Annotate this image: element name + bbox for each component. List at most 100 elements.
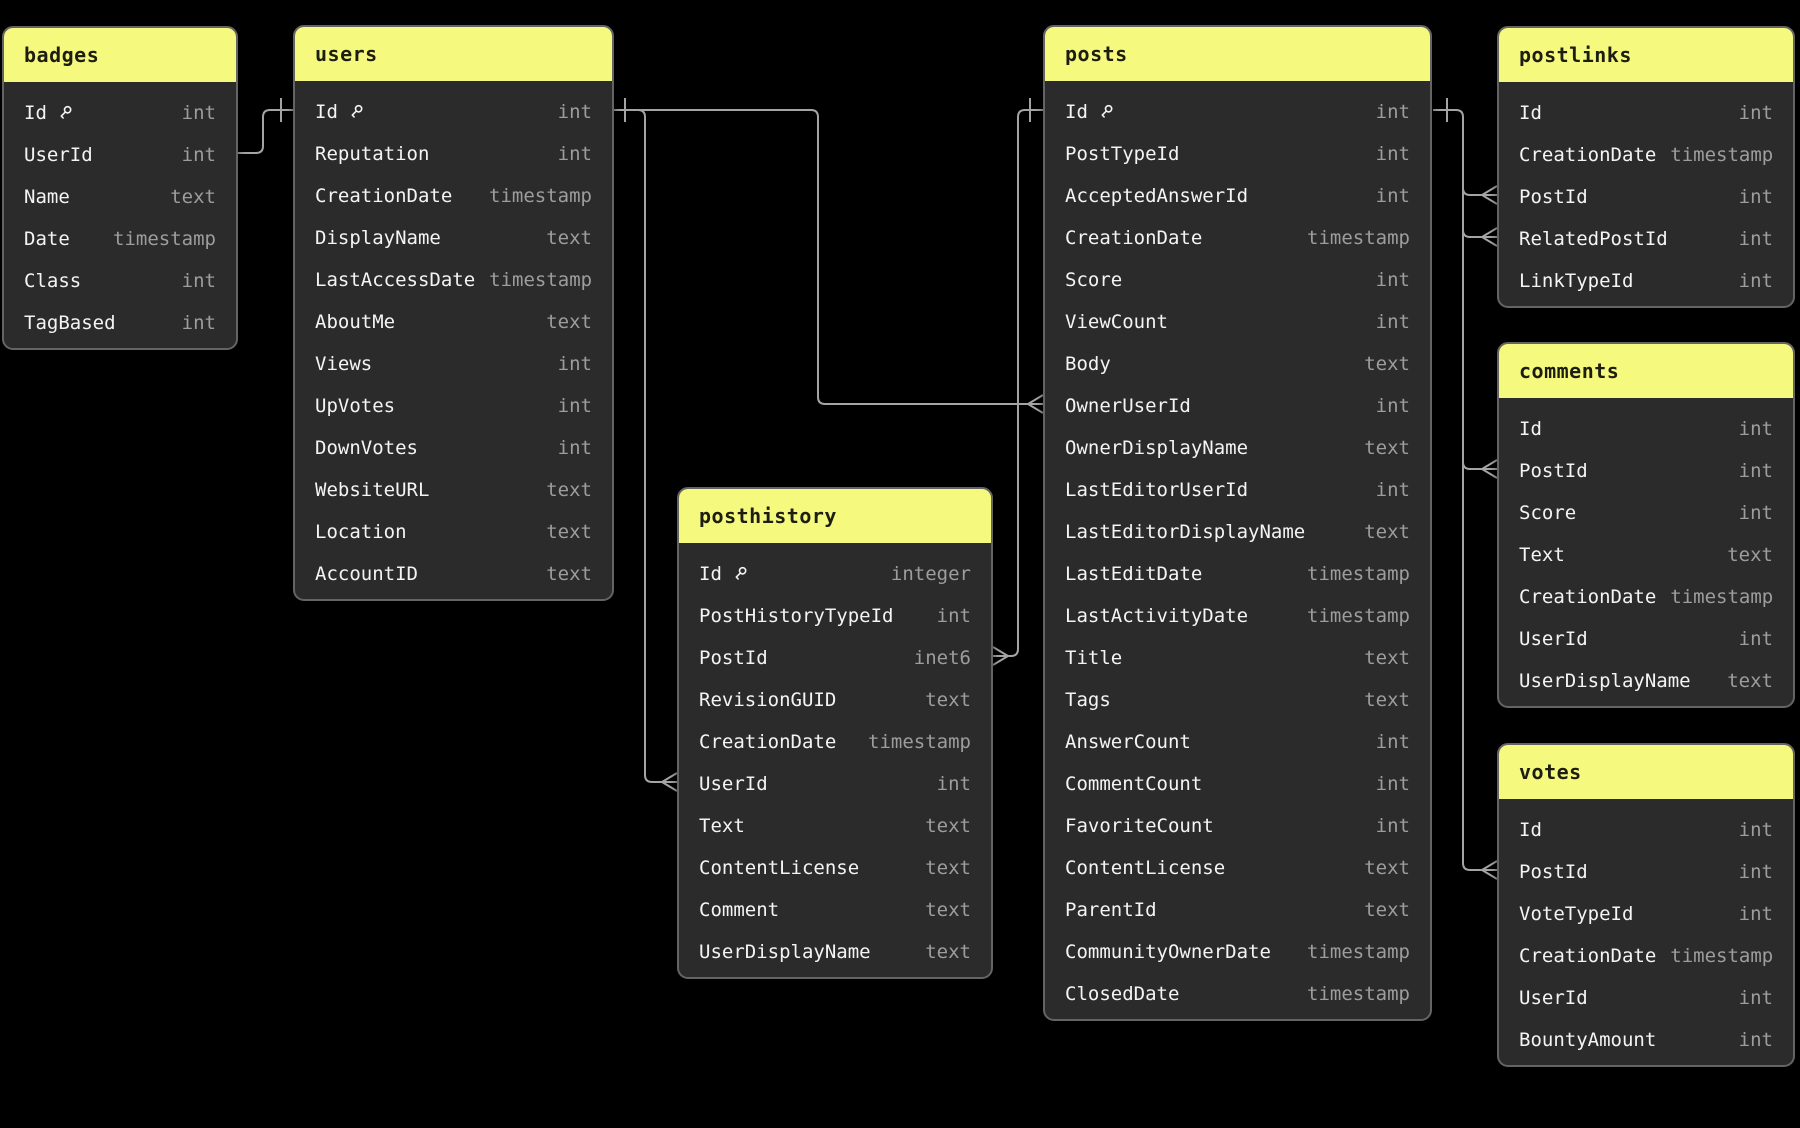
column-name-wrap: UserDisplayName [699, 941, 871, 963]
column-name: CreationDate [1519, 945, 1657, 967]
column-type: int [1375, 311, 1410, 333]
relation-wire [1462, 229, 1482, 238]
column-type: int [557, 395, 592, 417]
column-name-wrap: PostHistoryTypeId [699, 605, 893, 627]
column-type: timestamp [1670, 586, 1774, 608]
column-type: text [925, 941, 971, 963]
column-type: text [546, 311, 592, 333]
column-name-wrap: PostId [1519, 460, 1588, 482]
column-type: text [925, 815, 971, 837]
column-name: LinkTypeId [1519, 270, 1634, 292]
column-type: int [1738, 628, 1773, 650]
column-name-wrap: CreationDate [1065, 227, 1202, 249]
column-name: PostHistoryTypeId [699, 605, 894, 627]
column-name-wrap: Id [699, 563, 749, 585]
table-header-posts[interactable]: posts [1045, 27, 1430, 81]
table-title: posts [1065, 42, 1128, 66]
table-header-comments[interactable]: comments [1499, 344, 1793, 398]
column-name: Id [1065, 101, 1088, 123]
column-name-wrap: RevisionGUID [699, 689, 836, 711]
column-name-wrap: Text [699, 815, 745, 837]
table-header-users[interactable]: users [295, 27, 612, 81]
crows-foot-many-marker [1481, 860, 1498, 880]
relation-wire [238, 109, 293, 154]
column-name: ContentLicense [1065, 857, 1226, 879]
column-name-wrap: AboutMe [315, 311, 395, 333]
column-name: CommentCount [1065, 773, 1203, 795]
column-name: LastEditDate [1065, 563, 1203, 585]
table-header-posthistory[interactable]: posthistory [679, 489, 991, 543]
column-type: int [1375, 479, 1410, 501]
column-type: timestamp [1307, 563, 1410, 585]
crows-foot-many-marker [1027, 394, 1044, 414]
column-type: timestamp [868, 731, 971, 753]
column-type: int [1738, 102, 1773, 124]
column-name-wrap: PostId [699, 647, 768, 669]
column-name-wrap: UserId [699, 773, 768, 795]
column-name-wrap: DownVotes [315, 437, 418, 459]
table-header-badges[interactable]: badges [4, 28, 236, 82]
column-name-wrap: CreationDate [1519, 945, 1656, 967]
column-row: UserDisplayName text [679, 931, 991, 973]
column-name: DisplayName [315, 227, 441, 249]
column-name: Location [315, 521, 407, 543]
column-type: text [925, 857, 971, 879]
column-name-wrap: Score [1065, 269, 1122, 291]
relation-wire [1462, 187, 1482, 196]
column-type: timestamp [1307, 983, 1410, 1005]
table-header-postlinks[interactable]: postlinks [1499, 28, 1793, 82]
column-name-wrap: PostTypeId [1065, 143, 1179, 165]
column-name-wrap: Text [1519, 544, 1565, 566]
table-header-votes[interactable]: votes [1499, 745, 1793, 799]
relation-wire [1462, 461, 1482, 470]
primary-key-icon [1097, 103, 1115, 121]
column-name: PostId [1519, 460, 1588, 482]
primary-key-icon [731, 565, 749, 583]
column-name-wrap: VoteTypeId [1519, 903, 1633, 925]
column-row: LastEditDate timestamp [1045, 553, 1430, 595]
column-type: text [546, 521, 592, 543]
column-name: Id [1519, 819, 1542, 841]
column-name-wrap: Id [1519, 418, 1542, 440]
column-name: RevisionGUID [699, 689, 837, 711]
column-type: int [557, 101, 592, 123]
column-type: int [181, 102, 216, 124]
relation-wire [1008, 109, 1043, 657]
column-name-wrap: UserId [1519, 987, 1588, 1009]
column-name: LastAccessDate [315, 269, 476, 291]
column-name: Title [1065, 647, 1123, 669]
column-name-wrap: LinkTypeId [1519, 270, 1633, 292]
table-title: votes [1519, 760, 1582, 784]
column-name-wrap: Views [315, 353, 372, 375]
column-name: Tags [1065, 689, 1111, 711]
table-title: postlinks [1519, 43, 1632, 67]
column-type: text [546, 227, 592, 249]
column-type: int [1375, 395, 1410, 417]
column-row: LastEditorUserId int [1045, 469, 1430, 511]
column-name: LastEditorUserId [1065, 479, 1249, 501]
column-name-wrap: Id [315, 101, 365, 123]
column-type: text [1364, 521, 1410, 543]
column-name-wrap: CreationDate [699, 731, 836, 753]
table-title: comments [1519, 359, 1620, 383]
crows-foot-many-marker [661, 772, 678, 792]
table-title: posthistory [699, 504, 837, 528]
